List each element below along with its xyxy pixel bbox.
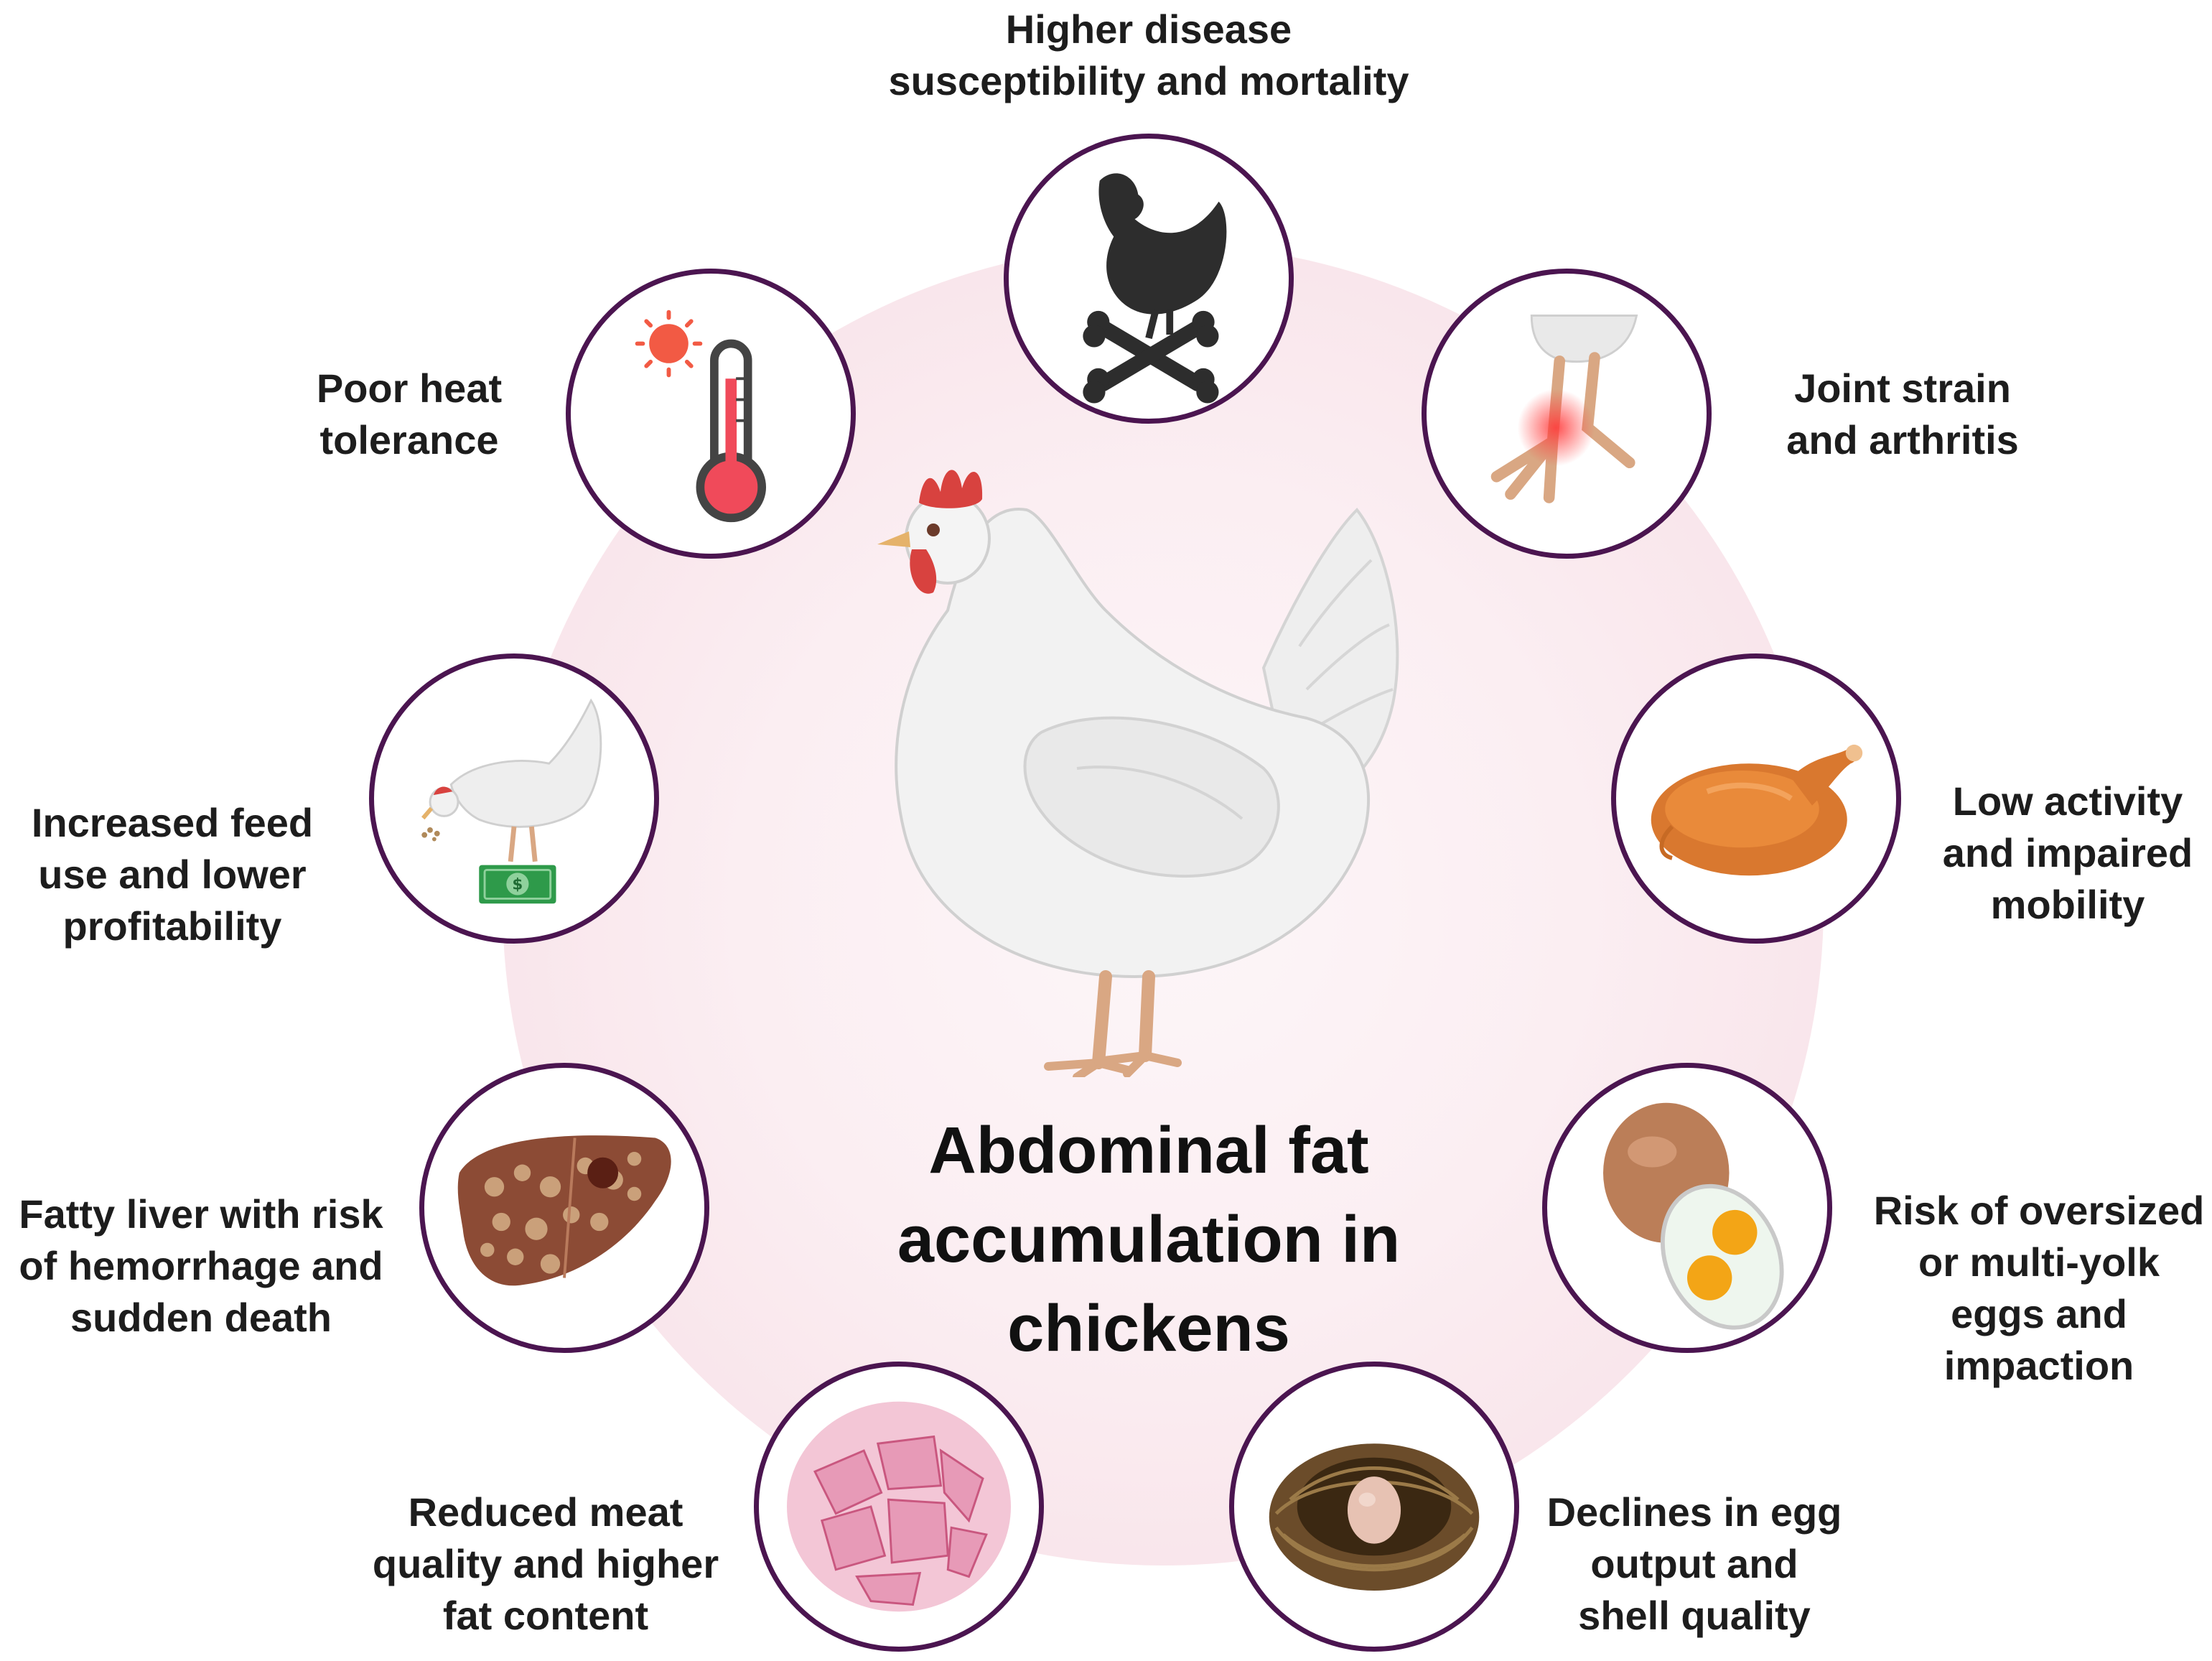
effect-circle-meat-quality [754,1362,1044,1652]
effect-circle-egg-output [1229,1362,1519,1652]
diagram-title: Abdominal fat accumulation in chickens [897,1114,1401,1365]
effect-circle-feed-use: $ [369,653,659,944]
egg-nest-icon [1269,1443,1480,1591]
effect-circle-oversized-eggs [1542,1063,1832,1353]
effect-circle-heat-tolerance [566,269,856,559]
effect-label-oversized-eggs: Risk of oversized or multi-yolk eggs and… [1873,1188,2205,1388]
feeding-hen-money-icon: $ [421,698,602,904]
effect-label-feed-use: Increased feed use and lower profitabili… [31,800,314,949]
effect-label-heat-tolerance: Poor heat tolerance [316,366,503,462]
roast-chicken-icon [1651,744,1863,876]
effect-label-meat-quality: Reduced meat quality and higher fat cont… [372,1489,719,1638]
fatty-liver-icon [457,1135,671,1286]
effect-circle-fatty-liver [419,1063,709,1353]
effect-label-joint-strain: Joint strain and arthritis [1786,366,2019,462]
effect-circle-joint-strain [1422,269,1712,559]
svg-text:$: $ [512,876,523,894]
inflamed-chicken-leg-icon [1490,315,1638,503]
central-hen-illustration [877,470,1399,1077]
muscle-tissue-icon [787,1401,1011,1612]
effect-label-low-activity: Low activity and impaired mobility [1942,778,2193,927]
thermometer-sun-icon [635,310,767,523]
effect-label-mortality: Higher disease susceptibility and mortal… [888,6,1409,103]
effect-circle-mortality [1004,134,1294,424]
dead-chicken-crossbones-icon [1083,173,1227,404]
effect-circle-low-activity [1611,653,1901,944]
double-yolk-egg-icon [1603,1102,1784,1330]
effect-label-fatty-liver: Fatty liver with risk of hemorrhage and … [19,1191,383,1340]
effect-label-egg-output: Declines in egg output and shell quality [1546,1489,1842,1638]
